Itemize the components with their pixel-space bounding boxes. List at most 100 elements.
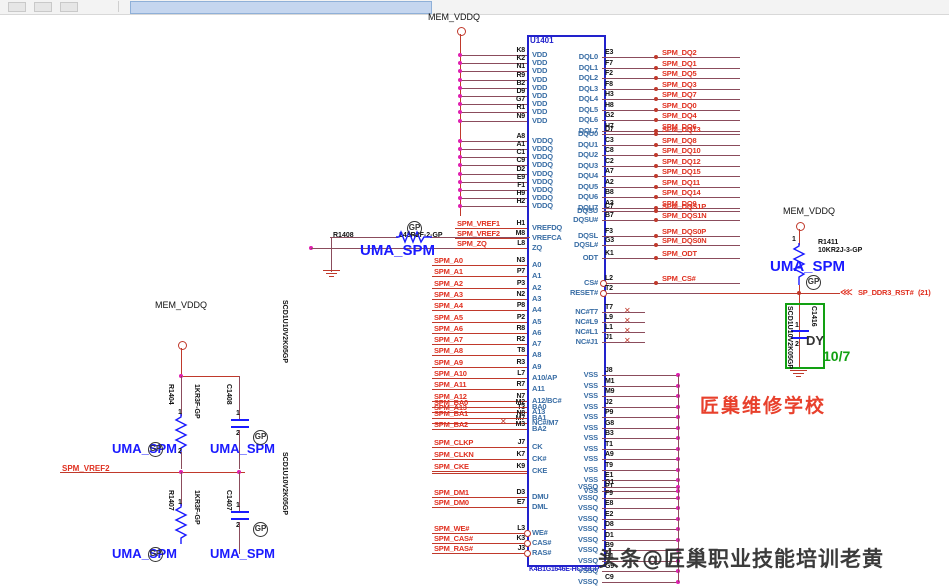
pin-name-a2-P3: A2 (532, 282, 542, 292)
r1404-resistor-symbol (174, 414, 188, 454)
pin-name-dql0-E3: DQL0 (578, 52, 598, 61)
wire-vssq-G9 (602, 571, 678, 572)
pin-number-G7: G7 (516, 96, 525, 104)
junction-E3 (654, 55, 658, 59)
pin-number-H9: H9 (516, 190, 525, 198)
pin-name-dqu5-A2: DQU5 (577, 181, 598, 191)
wire-vdd-N9 (460, 120, 527, 122)
pin-number-T8: T8 (517, 347, 525, 355)
pin-name-dql6-G2: DQL6 (578, 115, 598, 124)
pin-number-N9: N9 (516, 112, 525, 120)
address-bar[interactable] (130, 1, 432, 14)
pin-number-D3: D3 (516, 489, 525, 496)
pin-name-dqu6-B8: DQU6 (577, 192, 598, 201)
wire-r1411-top (799, 229, 800, 245)
pin-number-P7: P7 (516, 268, 525, 276)
wire-nc#l1-L1 (602, 332, 645, 333)
pin-name-a4-P8: A4 (532, 305, 542, 315)
wire-vss-J8 (602, 375, 678, 376)
pin-number-H7: H7 (605, 122, 614, 130)
junction-A8 (458, 138, 462, 143)
junction-R1 (458, 110, 462, 115)
wire-a7-R2 (432, 344, 527, 346)
junction-N1 (458, 69, 462, 74)
power-label-mem-vddq-left: MEM_VDDQ (155, 300, 208, 310)
ic-u1401-body (527, 35, 606, 567)
pin-name-nc#t7-T7: NC#T7 (575, 307, 598, 316)
r1404-pin1-num: 1 (178, 409, 182, 416)
net-label-spm-a0: SPM_A0 (434, 256, 463, 265)
wire-a6-R8 (432, 332, 527, 334)
net-label-spm-ba2: SPM_BA2 (434, 420, 469, 429)
pin-number-G1: G1 (605, 479, 614, 486)
wire-ba2-M3 (432, 429, 527, 430)
net-label-spm-dq5: SPM_DQ5 (662, 69, 697, 78)
pin-number-F1: F1 (517, 182, 525, 189)
pin-name-vssq-G9: VSSQ (577, 566, 598, 575)
wire-vddq-A8 (460, 140, 527, 142)
pin-number-N7: N7 (516, 392, 525, 400)
open-pin-J3 (524, 550, 531, 557)
pin-number-T7: T7 (605, 304, 613, 311)
pin-number-R1: R1 (516, 104, 525, 112)
junction-G7 (458, 102, 462, 107)
junction-F2 (654, 76, 658, 80)
pin-number-J2: J2 (605, 398, 613, 406)
pin-name-nc#j1-J1: NC#J1 (575, 337, 599, 346)
wire-nc#l9-L9 (602, 322, 645, 323)
junction-H9 (458, 196, 462, 201)
pin-name-cke-K9: CKE (532, 466, 548, 475)
pin-name-dqsl--G3: DQSL# (573, 240, 598, 249)
pin-name-vssq-E8: VSSQ (577, 503, 598, 512)
wire-a4-P8 (432, 310, 527, 312)
pin-number-J8: J8 (605, 367, 613, 374)
pin-number-F2: F2 (605, 70, 613, 77)
pin-name-dqu1-C3: DQU1 (577, 139, 598, 149)
nc-cross-T7: ✕ (624, 306, 631, 315)
net-label-spm_dqs1p: SPM_DQS1P (662, 202, 707, 211)
pin-name-dql1-F7: DQL1 (578, 62, 598, 72)
pin-number-K3: K3 (516, 535, 525, 542)
wire-dql1-F7 (602, 67, 740, 69)
c1416-value: SCD1U10V2K05GP (786, 306, 793, 370)
wire-vddq-F1 (460, 190, 527, 191)
junction-F8 (654, 86, 658, 91)
wire-odt-K1 (602, 258, 740, 259)
wire-nc#t7-T7 (602, 312, 645, 313)
wire-vss-bus (678, 375, 679, 491)
reload-button[interactable] (60, 2, 78, 12)
pin-name-dql4-H3: DQL4 (578, 94, 598, 103)
wire-dqu1-C3 (602, 144, 740, 146)
net-label-spm-odt: SPM_ODT (662, 249, 697, 258)
back-button[interactable] (8, 2, 26, 12)
pin-name-a10-ap-L7: A10/AP (532, 373, 558, 382)
wire-vrefdq-H1 (455, 228, 527, 229)
pin-number-K7: K7 (516, 451, 525, 458)
pin-number-K1: K1 (605, 250, 614, 257)
power-label-mem-vddq-top: MEM_VDDQ (428, 12, 481, 22)
junction-C7 (654, 209, 658, 213)
wire-dqu5-A2 (602, 186, 740, 188)
wire-vddq-left-bus (181, 376, 240, 377)
pin-number-T9: T9 (605, 461, 613, 469)
pin-number-P2: P2 (516, 313, 525, 321)
ic-u1401-designator: U1401 (530, 36, 554, 45)
pin-number-L2: L2 (605, 275, 613, 282)
pin-number-M3: M3 (515, 421, 526, 428)
pin-name-vss-M1: VSS (583, 380, 599, 390)
junction-C1 (458, 155, 462, 160)
junction-F1 (458, 188, 462, 192)
net-label-spm-a8: SPM_A8 (434, 346, 463, 356)
pin-name-dqu3-C2: DQU3 (577, 160, 598, 170)
wire-dql7-H7 (602, 130, 740, 132)
pin-number-H1: H1 (516, 220, 525, 227)
junction-A1 (458, 147, 462, 151)
net-label-spm-a6: SPM_A6 (434, 323, 463, 333)
r1407-value: 1KR3F-GP (193, 490, 200, 525)
junction-E9 (458, 179, 462, 184)
forward-button[interactable] (34, 2, 52, 12)
pin-number-C2: C2 (605, 157, 614, 165)
c1408-gp-mark: GP (253, 430, 268, 445)
pin-name-cs#-L2: CS# (584, 278, 598, 287)
net-label-spm-ba1: SPM_BA1 (434, 409, 469, 418)
